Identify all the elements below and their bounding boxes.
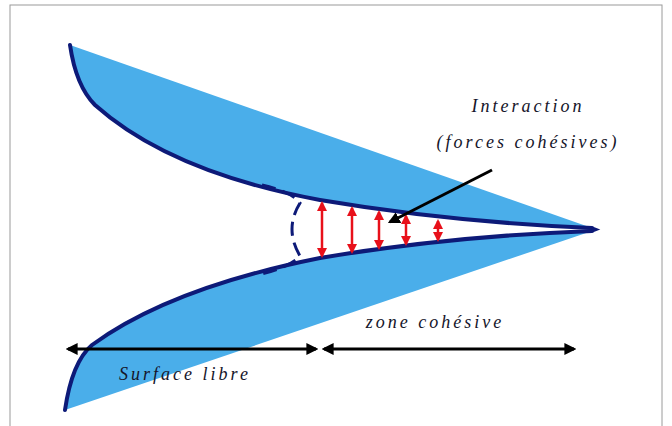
leader-arrow <box>390 170 492 222</box>
force-arrow <box>405 216 408 244</box>
dimension-arrow <box>324 348 574 351</box>
force-arrow <box>378 212 381 248</box>
force-arrow <box>351 208 354 252</box>
label-line: Interaction <box>388 88 668 124</box>
zone-label: zone cohésive <box>315 304 555 340</box>
callout-label: Interaction (forces cohésives) <box>388 88 668 160</box>
frame <box>10 5 662 426</box>
crack-tip <box>592 228 596 231</box>
cohesive-forces <box>322 203 438 256</box>
force-arrow <box>321 203 324 256</box>
label-line: (forces cohésives) <box>388 124 668 160</box>
dashed-contour <box>262 185 300 274</box>
zone-label: Surface libre <box>55 356 315 392</box>
force-arrow <box>437 221 440 240</box>
dimension-arrow <box>68 348 316 351</box>
